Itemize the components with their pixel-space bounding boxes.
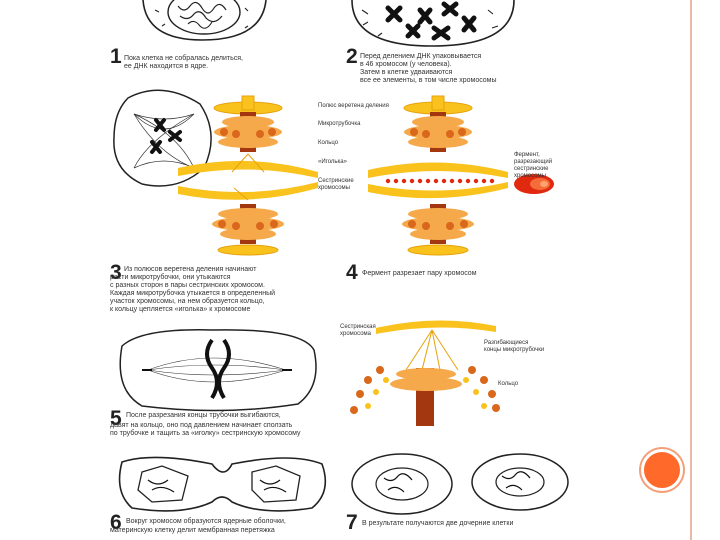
figure-1-cell xyxy=(140,0,270,42)
step-6-text-line: материнскую клетку делит мембранная пере… xyxy=(110,527,275,534)
step-4-number: 4 xyxy=(346,261,358,284)
orange-circle-decoration xyxy=(641,449,683,491)
figure-5-spindle-diagram xyxy=(346,318,516,430)
enzyme-icon xyxy=(510,172,558,196)
callout-sister-chromosome: Сестринская xyxy=(340,324,376,330)
step-2-text-line: в 46 хромосом (у человека). xyxy=(360,61,452,68)
step-7-number: 7 xyxy=(346,511,358,534)
figure-4-spindle-diagram xyxy=(368,92,508,262)
step-5-text-line: давят на кольцо, оно под давлением начин… xyxy=(110,422,293,429)
callout-ring-2: Кольцо xyxy=(498,381,519,387)
callout-enzyme: Фермент, xyxy=(514,152,540,158)
callout-sister-chromosome: хромосома xyxy=(340,331,372,337)
step-3-text-line: участок хромосомы, на нем образуется кол… xyxy=(110,298,265,305)
step-2-text-line: Затем в клетке удваиваются xyxy=(360,69,453,76)
callout-sister-chromosomes: Сестринские xyxy=(318,178,354,184)
callout-bending-ends: Разгибающиеся xyxy=(484,340,529,346)
figure-3-spindle-diagram xyxy=(178,92,318,262)
figure-6-dividing-cell xyxy=(112,452,332,516)
step-2-text-line: Перед делением ДНК упаковывается xyxy=(360,53,482,60)
step-4-text-line: Фермент разрезает пару хромосом xyxy=(362,270,477,277)
step-2-text-line: все ее элементы, в том числе хромосомы xyxy=(360,77,497,84)
figure-3-cell xyxy=(108,84,218,194)
step-1-number: 1 xyxy=(110,45,122,68)
step-3-text-line: с разных сторон в пары сестринских хромо… xyxy=(110,282,265,289)
callout-ring: Кольцо xyxy=(318,140,339,146)
step-3-text-line: Каждая микротрубочка утыкается в определ… xyxy=(110,290,276,297)
step-3-text-line: расти микротрубочки, они утыкаются xyxy=(110,274,231,281)
slide-border-line xyxy=(690,0,692,540)
step-6-text-line: Вокруг хромосом образуются ядерные оболо… xyxy=(126,518,286,525)
step-1-text-line: Пока клетка не собралась делиться, xyxy=(124,55,243,62)
step-7-text-line: В результате получаются две дочерние кле… xyxy=(362,520,514,527)
callout-needle: «Иголька» xyxy=(318,159,347,165)
callout-enzyme: сестринские xyxy=(514,166,549,172)
step-3-number: 3 xyxy=(110,261,122,284)
figure-7-daughter-cells xyxy=(350,452,570,516)
figure-5-cell xyxy=(112,326,322,414)
step-1-text-line: ее ДНК находится в ядре. xyxy=(124,63,209,70)
step-3-text-line: Из полюсов веретена деления начинают xyxy=(124,266,257,273)
callout-microtubule: Микротрубочка xyxy=(318,121,361,127)
callout-enzyme: разрезающий xyxy=(514,159,553,165)
callout-enzyme: хромосомы xyxy=(514,173,546,179)
figure-2-cell xyxy=(348,0,518,50)
step-5-number: 5 xyxy=(110,407,122,430)
step-2-number: 2 xyxy=(346,45,358,68)
step-5-text-line: по трубочке и тащить за «иголку» сестрин… xyxy=(110,430,301,437)
step-6-number: 6 xyxy=(110,511,122,534)
callout-bending-ends: концы микротрубочки xyxy=(484,347,545,353)
callout-spindle-pole: Полюс веретена деления xyxy=(318,103,389,109)
callout-sister-chromosomes: хромосомы xyxy=(318,185,350,191)
step-3-text-line: к кольцу цепляется «иголька» к хромосоме xyxy=(110,306,251,313)
step-5-text-line: После разрезания концы трубочки выгибают… xyxy=(126,412,281,419)
